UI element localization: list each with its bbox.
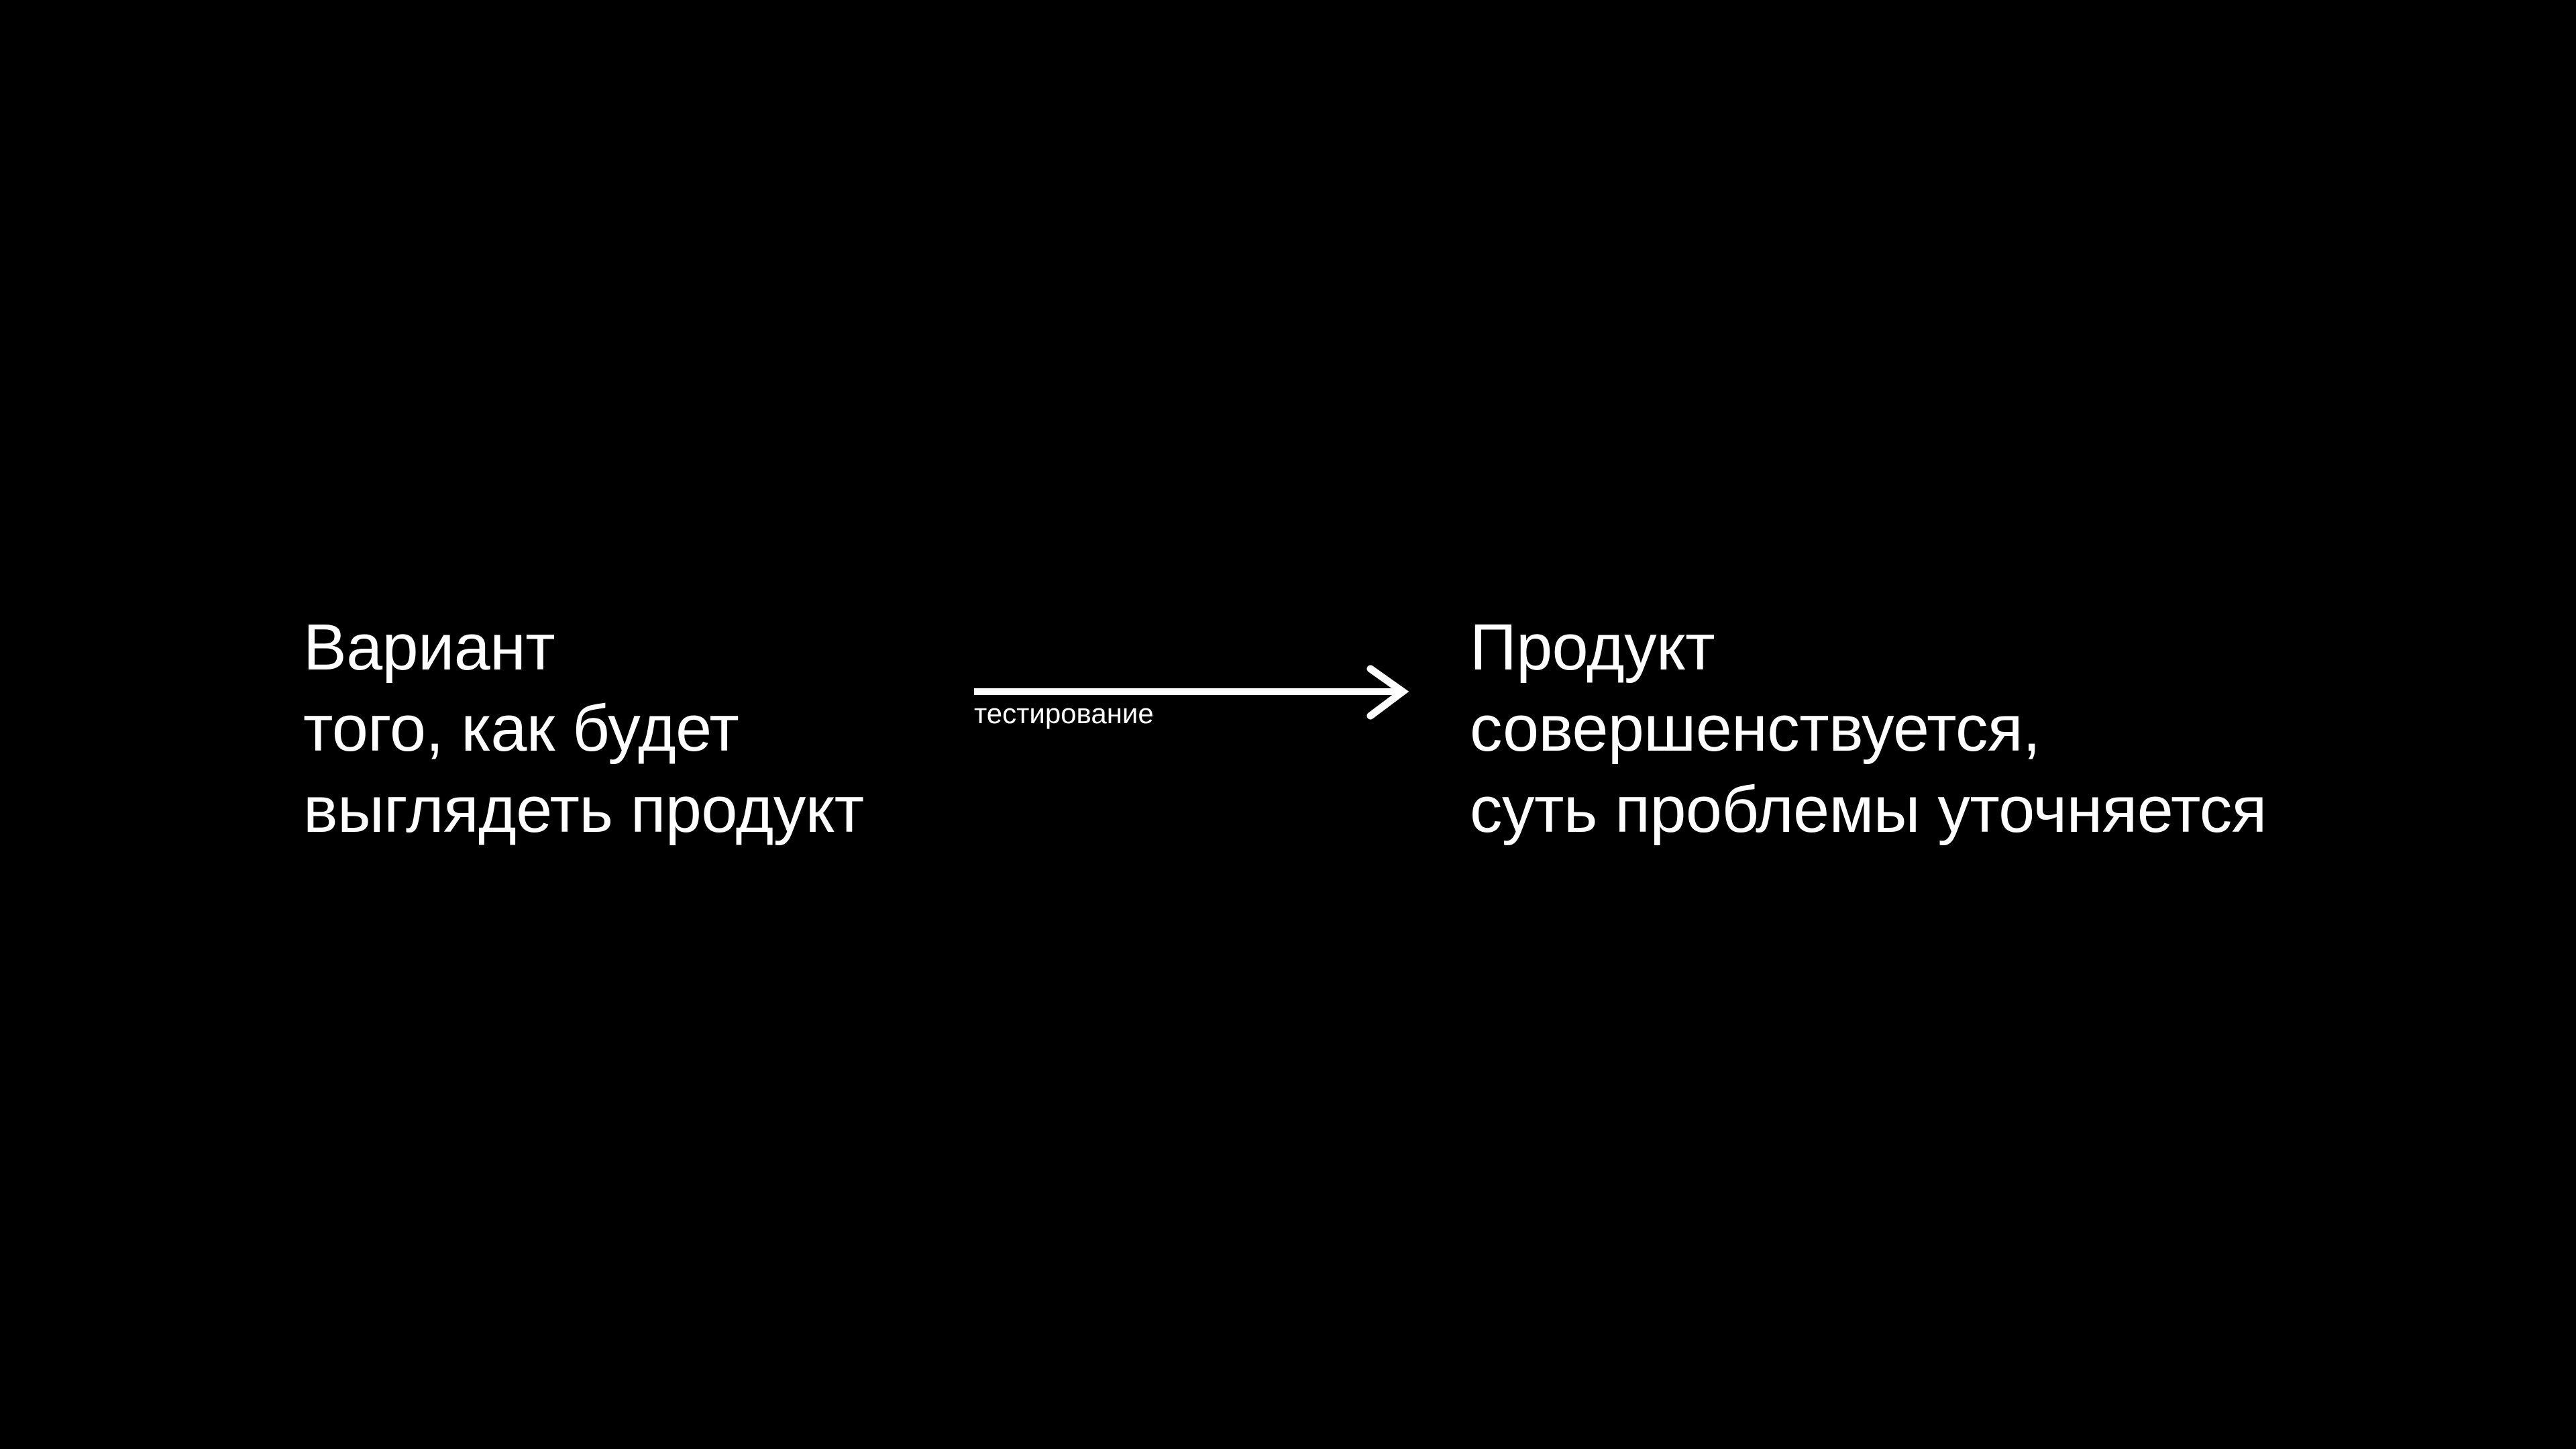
node-source-line-3: выглядеть продукт xyxy=(303,773,864,846)
connector-label: тестирование xyxy=(974,698,1154,729)
diagram-node-source: Вариант того, как будет выглядеть продук… xyxy=(303,606,864,850)
diagram-connector: тестирование xyxy=(959,644,1429,765)
node-target-line-1: Продукт xyxy=(1470,610,1715,684)
node-source-line-1: Вариант xyxy=(303,610,555,684)
node-source-line-2: того, как будет xyxy=(303,692,739,765)
node-target-line-2: совершенствуется, xyxy=(1470,692,2041,765)
arrow-right-icon xyxy=(974,665,1409,720)
node-target-line-3: суть проблемы уточняется xyxy=(1470,773,2267,846)
diagram-node-target: Продукт совершенствуется, суть проблемы … xyxy=(1470,606,2267,850)
